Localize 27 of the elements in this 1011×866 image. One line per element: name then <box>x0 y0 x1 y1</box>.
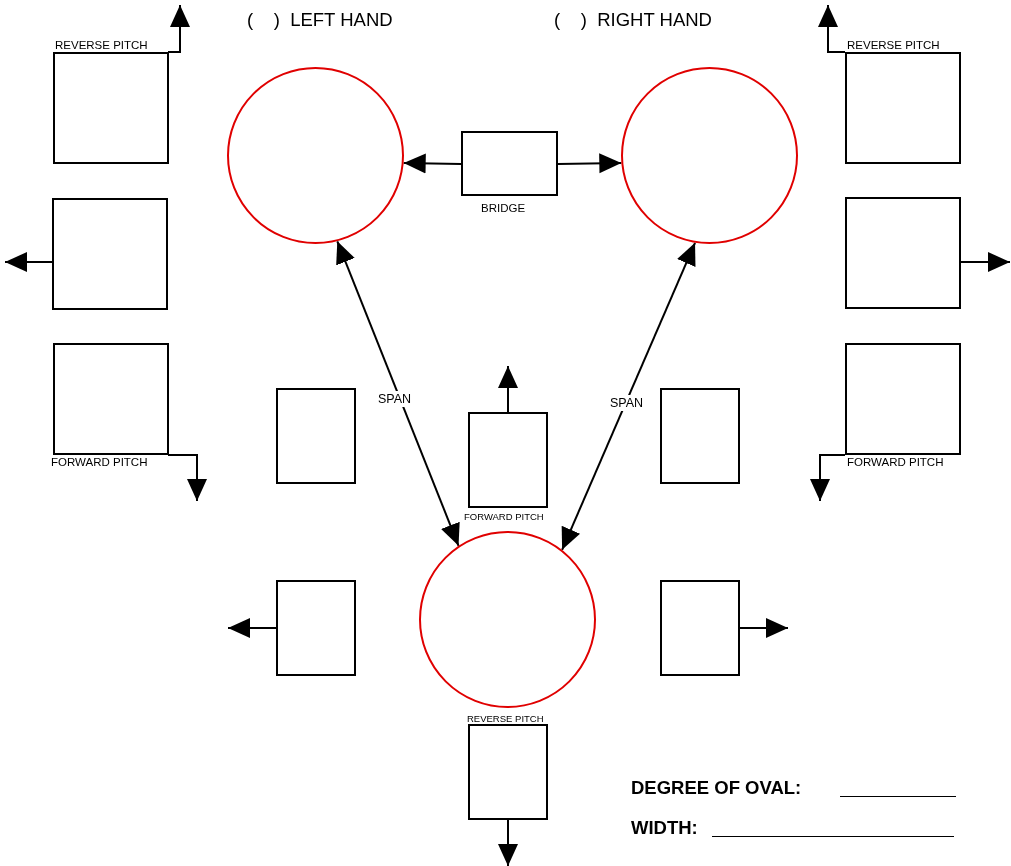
arrow <box>498 365 518 413</box>
arrow <box>402 153 462 174</box>
edge-label: SPAN <box>608 395 646 411</box>
arrow <box>818 4 846 53</box>
hand-option: ( ) LEFT HAND <box>247 9 393 31</box>
box-label: BRIDGE <box>481 202 526 215</box>
field-label: WIDTH: <box>631 817 698 839</box>
box-label: REVERSE PITCH <box>55 39 148 52</box>
box-label: REVERSE PITCH <box>467 712 544 725</box>
box-label: FORWARD PITCH <box>464 510 544 523</box>
arrow <box>810 454 846 502</box>
arrow <box>557 153 623 174</box>
arrow <box>336 240 460 547</box>
arrow <box>167 454 207 502</box>
box-label: FORWARD PITCH <box>51 456 148 469</box>
field-label: DEGREE OF OVAL: <box>631 777 802 799</box>
arrow <box>960 252 1011 272</box>
arrow <box>498 819 518 866</box>
box-label: FORWARD PITCH <box>847 456 944 469</box>
arrow <box>4 252 53 272</box>
arrow <box>561 241 697 551</box>
arrow <box>739 618 789 638</box>
edge-label: SPAN <box>376 391 414 407</box>
hand-option: ( ) RIGHT HAND <box>554 9 712 31</box>
arrow <box>167 4 190 53</box>
arrow <box>227 618 277 638</box>
box-label: REVERSE PITCH <box>847 39 940 52</box>
